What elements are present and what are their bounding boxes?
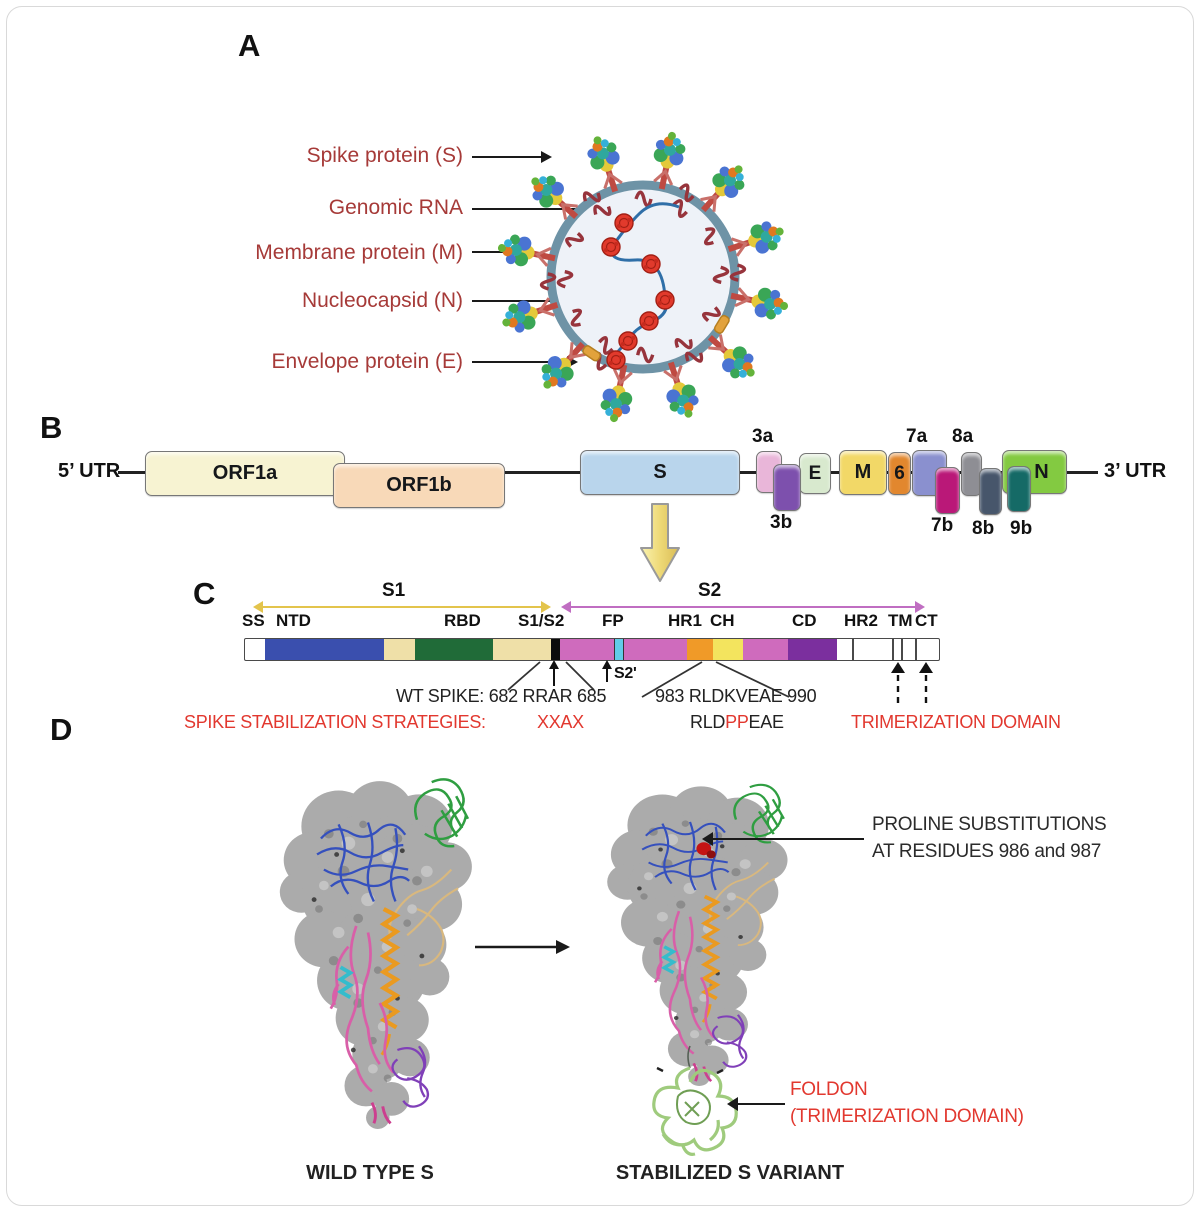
genomic-rna-glyph (601, 202, 680, 370)
segment-s2a (560, 639, 614, 660)
segment-linker2 (493, 639, 551, 660)
segment-divider-tm1 (892, 639, 894, 660)
domain-label-ch: CH (710, 611, 735, 630)
genome-box-8b (979, 468, 1002, 515)
domain-label-tm: TM (888, 611, 913, 630)
stabilization-xxax: XXAX (537, 712, 584, 732)
arrow-to-proline-site (702, 831, 864, 848)
wt-site2: 983 RLDKVEAE 990 (655, 686, 817, 706)
segment-divider-ct (915, 639, 917, 660)
genome-box-orf1a: ORF1a (145, 451, 345, 496)
arrow-to-envelope (472, 354, 578, 370)
genome-box-s: S (580, 450, 740, 495)
segment-hr1 (687, 639, 713, 660)
label-nucleocapsid: Nucleocapsid (N) (301, 289, 463, 312)
genome-box-3b (773, 464, 801, 511)
label-envelope-protein: Envelope protein (E) (271, 350, 463, 373)
segment-cd (788, 639, 837, 660)
pp-part: PP (725, 712, 749, 732)
segment-divider-tm2 (901, 639, 903, 660)
gene-label-7a: 7a (906, 426, 928, 447)
panel-d-letter: D (50, 712, 73, 747)
genome-box-e: E (799, 453, 831, 494)
proline-annotation: PROLINE SUBSTITUTIONS AT RESIDUES 986 an… (872, 811, 1107, 865)
stabilization-rldppeae: RLDPPEAE (690, 712, 784, 733)
gene-label-9b: 9b (1010, 518, 1033, 539)
arrow-to-foldon (727, 1096, 785, 1113)
s2-span-arrow (561, 600, 925, 615)
panel-c-letter: C (193, 576, 216, 611)
label-genomic-rna: Genomic RNA (328, 196, 463, 219)
domain-label-rbd: RBD (444, 611, 481, 630)
s2-prime-label: S2' (614, 665, 637, 682)
foldon-line1: FOLDON (790, 1079, 868, 1100)
proline-line2: AT RESIDUES 986 and 987 (872, 841, 1101, 862)
segment-s2b (624, 639, 687, 660)
transition-arrow (475, 940, 570, 954)
stabilization-trimer: TRIMERIZATION DOMAIN (851, 712, 1061, 732)
genome-box-7b (935, 467, 960, 514)
segment-s2c (743, 639, 788, 660)
wt-site1: 682 RRAR 685 (488, 686, 607, 706)
domain-annotation-lines (507, 660, 933, 706)
envelope-protein-glyph (582, 314, 730, 362)
foldon-line2: (TRIMERIZATION DOMAIN) (790, 1106, 1024, 1127)
domain-label-ct: CT (915, 611, 938, 630)
gene-label-8a: 8a (952, 426, 974, 447)
domain-label-ss: SS (242, 611, 265, 630)
utr5-label: 5’ UTR (58, 460, 121, 482)
gene-label-8b: 8b (972, 518, 995, 539)
genome-box-m: M (839, 450, 887, 495)
eae-part: EAE (748, 712, 784, 732)
label-membrane-protein: Membrane protein (M) (255, 241, 463, 264)
stabilized-structure (607, 785, 787, 1086)
segment-ch (713, 639, 743, 660)
segment-linker1 (384, 639, 415, 660)
domain-label-fp: FP (602, 611, 624, 630)
label-spike-protein: Spike protein (S) (306, 144, 463, 167)
down-arrow-s-to-spike (640, 503, 680, 582)
stabilization-prefix: SPIKE STABILIZATION STRATEGIES: (184, 712, 486, 732)
domain-label-hr2: HR2 (844, 611, 879, 630)
wt-spike-prefix: WT SPIKE: (396, 686, 484, 706)
arrow-to-spike (472, 149, 552, 165)
s1-region-label: S1 (382, 580, 406, 601)
panel-b-letter: B (40, 410, 63, 445)
genome-box-orf1b: ORF1b (333, 463, 505, 508)
rld-part: RLD (690, 712, 726, 732)
spike-structures (265, 750, 815, 1156)
domain-label-cd: CD (792, 611, 817, 630)
genome-box-6: 6 (888, 452, 911, 495)
virion-illustration (495, 112, 795, 442)
gene-label-3b: 3b (770, 512, 793, 533)
s2-region-label: S2 (698, 580, 722, 601)
gene-label-3a: 3a (752, 426, 774, 447)
proline-line1: PROLINE SUBSTITUTIONS (872, 814, 1107, 835)
wt-spike-line: WT SPIKE: 682 RRAR 685 (396, 686, 606, 707)
domain-label-hr1: HR1 (668, 611, 703, 630)
spike-domain-bar (244, 638, 940, 661)
segment-divider-hr2 (852, 639, 854, 660)
segment-ntd (265, 639, 384, 660)
foldon-domain (652, 1045, 738, 1156)
utr3-label: 3’ UTR (1104, 460, 1167, 482)
stabilized-variant-label: STABILIZED S VARIANT (615, 1162, 845, 1184)
wild-type-structure (280, 779, 472, 1129)
domain-label-ntd: NTD (276, 611, 311, 630)
panel-a-letter: A (238, 28, 261, 63)
foldon-annotation: FOLDON (TRIMERIZATION DOMAIN) (790, 1076, 1024, 1130)
gene-label-7b: 7b (931, 515, 954, 536)
domain-label-s1s2: S1/S2 (518, 611, 565, 630)
segment-rbd (415, 639, 493, 660)
wild-type-label: WILD TYPE S (306, 1162, 434, 1184)
genome-box-9b (1007, 466, 1031, 512)
segment-s1s2-site (551, 639, 560, 660)
segment-s2prime-site (614, 639, 624, 660)
s1-span-arrow (253, 600, 551, 615)
